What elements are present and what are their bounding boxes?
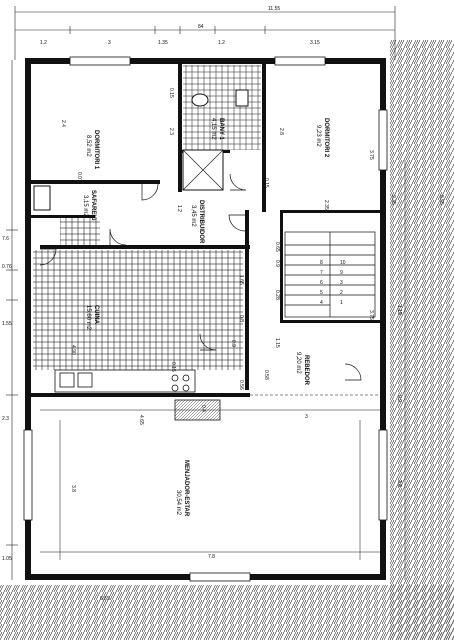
- dim-left-3: 1.55: [2, 321, 12, 327]
- dim-inner-8: 0.15: [263, 178, 269, 188]
- dim-right-2: 8.55: [438, 195, 444, 205]
- dim-inner-15: 0.8: [238, 315, 244, 322]
- dim-inner-9: 0.65: [274, 242, 280, 252]
- dim-right-1: 2.35: [390, 195, 396, 205]
- stair-num-1: 1: [340, 300, 343, 306]
- stair-num-7: 7: [320, 270, 323, 276]
- dim-left-5: 1.05: [2, 556, 12, 562]
- room-area-menjador: 30,54 m2: [175, 490, 181, 516]
- dim-right-5: 3.8: [396, 480, 402, 487]
- room-name-menjador: MENJADOR-ESTAR: [183, 460, 189, 517]
- dim-inner-21: 3: [305, 414, 308, 420]
- room-name-safareig: SAFAREIG: [90, 190, 96, 221]
- staircase: [284, 231, 376, 318]
- sink-fixture: [235, 89, 249, 107]
- overall-width-label: 11,55: [268, 6, 280, 12]
- dim-top-5: 3.15: [310, 40, 320, 46]
- dim-inner-2: 2.3: [168, 128, 174, 135]
- stair-step-numbers: 10 9 8 7 6 5 4 3 2 1: [320, 260, 346, 306]
- dim-inner-20: 4.65: [138, 415, 144, 425]
- dim-inner-5: 0.15: [168, 88, 174, 98]
- dim-inner-7: 1.2: [176, 205, 182, 212]
- room-area-bany1: 4,15 m2: [210, 118, 216, 140]
- room-name-rebedor: REBEDOR: [303, 355, 309, 386]
- dim-inner-16: 4.90: [70, 345, 76, 355]
- room-labels: DORMITORI 1 8,52 m2 BANY 1 4,15 m2 DORMI…: [82, 118, 329, 517]
- safareig-tile-floor: [60, 218, 100, 246]
- cuina-tile-floor: [33, 250, 243, 370]
- dim-inner-18: 0.56: [238, 380, 244, 390]
- dim-inner-25: 0.4: [200, 405, 206, 412]
- room-name-cuina: CUINA: [93, 305, 99, 325]
- dim-inner-17: 3.75: [368, 310, 374, 320]
- dim-top-2: 3: [108, 40, 111, 46]
- washing-machine: [33, 185, 51, 211]
- stair-num-5: 5: [320, 290, 323, 296]
- top-dimensions: [14, 6, 396, 60]
- dim-inner-24: 0.15: [170, 362, 176, 372]
- dim-inner-19: 1.15: [274, 338, 280, 348]
- dim-top-3: 1.35: [158, 40, 168, 46]
- dim-left-6: 6,65: [100, 596, 110, 602]
- room-area-dormitori1: 8,52 m2: [85, 135, 91, 157]
- room-area-distribuidor: 3,45 m2: [190, 205, 196, 227]
- dim-inner-14: 2.35: [323, 200, 329, 210]
- dim-inner-4: 3.75: [368, 150, 374, 160]
- room-name-distribuidor: DISTRIBUIDOR: [198, 200, 204, 244]
- left-dimensions: [6, 60, 18, 580]
- dim-inner-3: 2.8: [278, 128, 284, 135]
- fireplace: [174, 399, 221, 421]
- doors: [39, 173, 362, 381]
- dim-inner-26: 0.58: [263, 370, 269, 380]
- toilet-fixture: [191, 93, 209, 107]
- windows: [23, 56, 388, 582]
- dim-inner-10: 0.9: [274, 260, 280, 267]
- stair-num-2: 2: [340, 290, 343, 296]
- dim-inner-23: 7.8: [208, 554, 215, 560]
- dim-top-1: 1.2: [40, 40, 47, 46]
- dim-left-4: 2.3: [2, 416, 9, 422]
- dim-inner-22: 3.8: [70, 485, 76, 492]
- dim-top-6: 84: [198, 24, 204, 30]
- room-name-dormitori2: DORMITORI 2: [323, 118, 329, 158]
- dim-inner-6: 0.07: [76, 172, 82, 182]
- dim-right-3: 1.15: [396, 305, 402, 315]
- stair-num-3: 3: [340, 280, 343, 286]
- room-area-dormitori2: 9,23 m2: [315, 125, 321, 147]
- inner-dimension-labels: 2.4 2.3 2.8 3.75 0.15 0.07 1.2 0.15 0.65…: [60, 88, 374, 560]
- exterior-pavement-bottom: [0, 585, 454, 640]
- stair-num-6: 6: [320, 280, 323, 286]
- room-area-rebedor: 9,20 m2: [295, 352, 301, 374]
- dim-inner-13: 0.9: [230, 340, 236, 347]
- dim-right-4: 0.9: [396, 395, 402, 402]
- room-area-cuina: 15,60 m2: [85, 305, 91, 331]
- dim-left-2: 0.76: [2, 264, 12, 270]
- exterior-pavement-right: [390, 40, 454, 640]
- dim-top-4: 1.2: [218, 40, 225, 46]
- dim-inner-12: 1.65: [238, 275, 244, 285]
- shower-diagonal: [182, 149, 224, 191]
- room-name-dormitori1: DORMITORI 1: [93, 130, 99, 170]
- stair-num-4: 4: [320, 300, 323, 306]
- stair-num-10: 10: [340, 260, 346, 266]
- bany-tile-floor: [183, 65, 261, 150]
- stair-num-9: 9: [340, 270, 343, 276]
- dim-left-1: 7.6: [2, 236, 9, 242]
- dim-inner-1: 2.4: [60, 120, 66, 127]
- room-area-safareig: 3,15 m2: [82, 195, 88, 217]
- dim-inner-11: 0.28: [274, 290, 280, 300]
- kitchen-counter: [54, 369, 196, 393]
- stair-num-8: 8: [320, 260, 323, 266]
- room-name-bany1: BANY 1: [218, 118, 224, 141]
